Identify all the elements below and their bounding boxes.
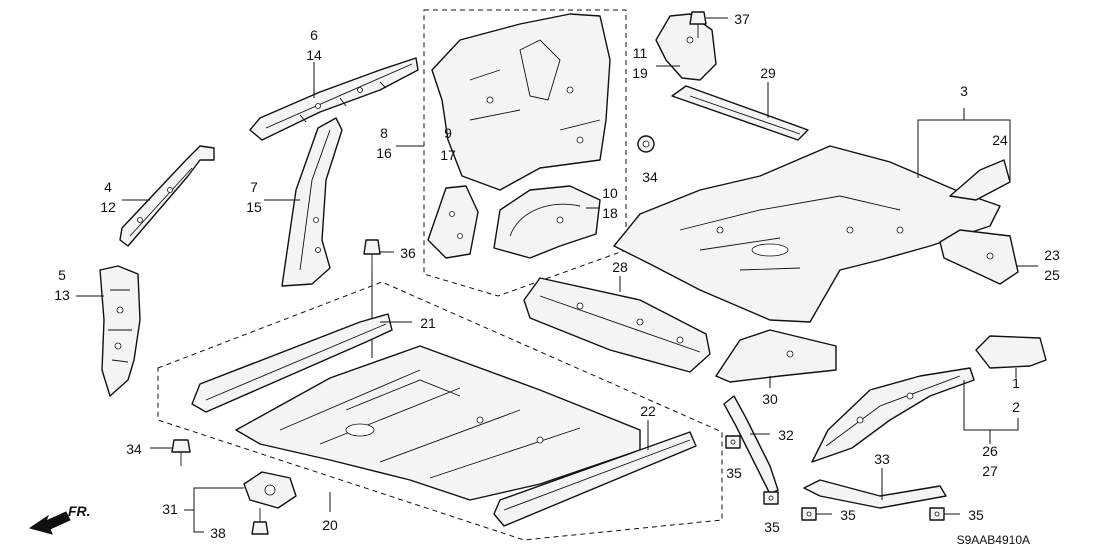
callout-37: 37 bbox=[734, 11, 750, 27]
part-front-pillar-panel bbox=[99, 265, 141, 397]
part-bolt-37 bbox=[689, 11, 707, 38]
callout-11: 11 bbox=[633, 45, 648, 61]
part-center-pillar bbox=[281, 117, 343, 287]
part-middle-crossmember bbox=[523, 277, 711, 373]
part-clip-34-upper bbox=[637, 135, 655, 153]
callout-24: 24 bbox=[992, 132, 1008, 148]
callout-9: 9 bbox=[444, 125, 452, 141]
part-bolt-38 bbox=[251, 508, 269, 535]
callout-21: 21 bbox=[420, 315, 436, 331]
part-mount-31 bbox=[243, 471, 297, 509]
callout-23: 23 bbox=[1044, 247, 1060, 263]
callout-29: 29 bbox=[760, 65, 776, 81]
callout-33: 33 bbox=[874, 451, 890, 467]
part-roof-side-rail bbox=[249, 57, 419, 141]
callout-25: 25 bbox=[1044, 267, 1060, 283]
part-rear-floor-bracket-24 bbox=[949, 159, 1011, 201]
part-bolt-36 bbox=[363, 239, 381, 270]
part-roof-bracket bbox=[119, 145, 215, 247]
callout-15: 15 bbox=[246, 199, 262, 215]
callout-35-c: 35 bbox=[840, 507, 856, 523]
part-brace-33 bbox=[803, 479, 947, 509]
part-wheel-house bbox=[493, 185, 601, 259]
callout-10: 10 bbox=[602, 185, 618, 201]
part-rear-floor-pan bbox=[613, 145, 1001, 323]
part-rear-side-panel bbox=[431, 13, 611, 191]
callout-35-d: 35 bbox=[968, 507, 984, 523]
callout-35-b: 35 bbox=[764, 519, 780, 535]
direction-label: FR. bbox=[68, 503, 91, 519]
callout-12: 12 bbox=[100, 199, 116, 215]
diagram-code: S9AAB4910A bbox=[957, 533, 1030, 547]
callout-13: 13 bbox=[54, 287, 70, 303]
callout-30: 30 bbox=[762, 391, 778, 407]
callout-20: 20 bbox=[322, 517, 338, 533]
callout-35-a: 35 bbox=[726, 465, 742, 481]
part-rear-bracket bbox=[655, 13, 717, 81]
callout-26: 26 bbox=[982, 443, 998, 459]
front-direction-marker: FR. bbox=[28, 503, 91, 535]
callout-2: 2 bbox=[1012, 399, 1020, 415]
part-brace-32 bbox=[723, 395, 779, 495]
part-rear-frame-extension bbox=[975, 335, 1047, 369]
callout-8: 8 bbox=[380, 125, 388, 141]
part-rear-inner-panel bbox=[427, 185, 479, 259]
callout-32: 32 bbox=[778, 427, 794, 443]
callout-34-upper: 34 bbox=[642, 169, 658, 185]
callout-4: 4 bbox=[104, 179, 112, 195]
part-fastener-35-c bbox=[801, 507, 817, 521]
part-rear-floor-frame-23 bbox=[939, 229, 1019, 285]
callout-5: 5 bbox=[58, 267, 66, 283]
callout-34-lower: 34 bbox=[126, 441, 142, 457]
part-rear-frame bbox=[811, 367, 975, 463]
callout-17: 17 bbox=[440, 147, 456, 163]
callout-16: 16 bbox=[376, 145, 392, 161]
part-fastener-35-d bbox=[929, 507, 945, 521]
part-front-floor-pan bbox=[235, 345, 641, 501]
part-bolt-34-lower bbox=[171, 439, 191, 466]
callout-1: 1 bbox=[1012, 375, 1020, 391]
callout-31: 31 bbox=[162, 501, 178, 517]
arrow-icon bbox=[28, 511, 71, 535]
callout-7: 7 bbox=[250, 179, 258, 195]
callout-27: 27 bbox=[982, 463, 998, 479]
callout-14: 14 bbox=[306, 47, 322, 63]
part-rear-crossmember bbox=[671, 85, 809, 141]
part-fastener-35-b bbox=[763, 491, 779, 505]
callout-28: 28 bbox=[612, 259, 628, 275]
callout-3: 3 bbox=[960, 83, 968, 99]
callout-38: 38 bbox=[210, 525, 226, 541]
callout-36: 36 bbox=[400, 245, 416, 261]
part-right-side-sill bbox=[493, 431, 697, 527]
callout-22: 22 bbox=[640, 403, 656, 419]
callout-6: 6 bbox=[310, 27, 318, 43]
part-floor-frame-30 bbox=[715, 329, 837, 383]
callout-19: 19 bbox=[632, 65, 648, 81]
part-fastener-35-a bbox=[725, 435, 741, 449]
callout-18: 18 bbox=[602, 205, 618, 221]
